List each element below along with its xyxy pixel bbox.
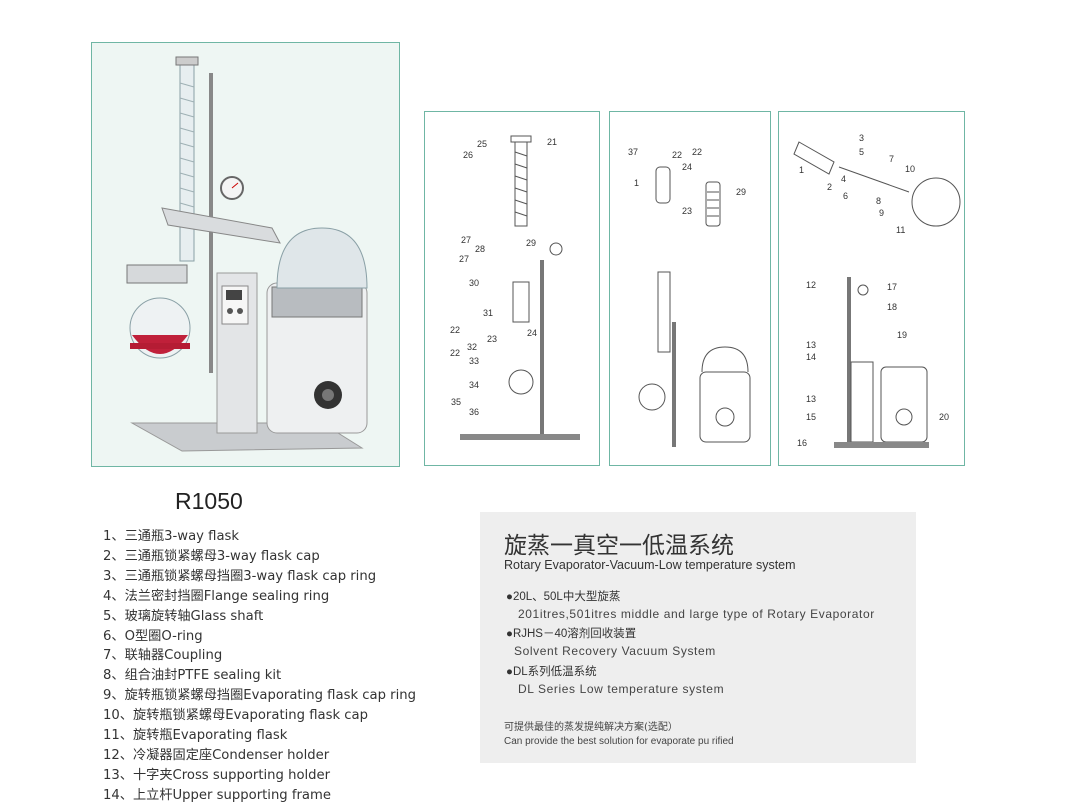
list-item: 1、三通瓶3-way flask: [103, 529, 240, 544]
label-25: 25: [477, 139, 487, 149]
label-8: 8: [876, 196, 881, 206]
list-item: 14、上立杆Upper supporting frame: [103, 787, 331, 803]
label-29: 29: [736, 187, 746, 197]
diagram-vacuum-assembly: 37 22 22 24 1 23 29: [609, 111, 771, 466]
product-photo: [91, 42, 400, 467]
list-item: 4、法兰密封挡圈Flange sealing ring: [103, 588, 330, 604]
label-13b: 13: [806, 394, 816, 404]
label-29: 29: [526, 238, 536, 248]
label-31: 31: [483, 308, 493, 318]
list-item: 8、组合油封PTFE sealing kit: [103, 668, 282, 684]
list-item: 7、联轴器Coupling: [103, 648, 223, 664]
label-4: 4: [841, 174, 846, 184]
label-10: 10: [905, 164, 915, 174]
label-13: 13: [806, 340, 816, 350]
label-28: 28: [475, 244, 485, 254]
parts-list: 1、三通瓶3-way flask 2、三通瓶锁紧螺母3-way flask ca…: [103, 527, 416, 806]
label-14: 14: [806, 352, 816, 362]
feature-desc: Solvent Recovery Vacuum System: [514, 644, 716, 658]
feature-title: ●DL系列低温系统: [506, 666, 597, 678]
label-33: 33: [469, 356, 479, 366]
model-name: R1050: [175, 488, 243, 514]
list-item: 6、O型圈O-ring: [103, 628, 203, 644]
feature-title: ●20L、50L中大型旋蒸: [506, 591, 621, 603]
label-11: 11: [896, 225, 905, 235]
diagram-rotation-assembly: 3 5 7 10 1 2 4 6 8 9 11 12 17 18 19 13 1…: [778, 111, 965, 466]
label-24: 24: [527, 328, 537, 338]
label-20: 20: [939, 412, 949, 422]
solution-note-cn: 可提供最佳的蒸发提纯解决方案(选配）: [504, 722, 678, 733]
label-16: 16: [797, 438, 807, 448]
label-30: 30: [469, 278, 479, 288]
list-item: 13、十字夹Cross supporting holder: [103, 767, 331, 783]
label-17: 17: [887, 282, 897, 292]
label-21: 21: [547, 137, 557, 147]
list-item: 2、三通瓶锁紧螺母3-way flask cap: [103, 548, 320, 564]
feature-desc: DL Series Low temperature system: [518, 682, 725, 696]
label-37: 37: [628, 147, 638, 157]
label-22b: 22: [450, 348, 460, 358]
label-15: 15: [806, 412, 816, 422]
label-1: 1: [634, 178, 639, 188]
list-item: 12、冷凝器固定座Condenser holder: [103, 747, 330, 763]
label-2: 2: [827, 182, 832, 192]
label-34: 34: [469, 380, 479, 390]
label-9: 9: [879, 208, 884, 218]
label-36: 36: [469, 407, 479, 417]
label-19: 19: [897, 330, 907, 340]
label-22b: 22: [692, 147, 702, 157]
label-22: 22: [672, 150, 682, 160]
solution-note-en: Can provide the best solution for evapor…: [504, 736, 734, 747]
label-7: 7: [889, 154, 894, 164]
label-3: 3: [859, 133, 864, 143]
feature-desc: 201itres,501itres middle and large type …: [518, 607, 875, 621]
system-title: 旋蒸一真空一低温系统: [504, 533, 734, 559]
list-item: 11、旋转瓶Evaporating flask: [103, 728, 288, 744]
label-27: 27: [461, 235, 471, 245]
list-item: 3、三通瓶锁紧螺母挡圈3-way flask cap ring: [103, 568, 377, 584]
label-26: 26: [463, 150, 473, 160]
label-18: 18: [887, 302, 897, 312]
system-subtitle: Rotary Evaporator-Vacuum-Low temperature…: [504, 558, 796, 572]
label-23: 23: [487, 334, 497, 344]
label-32: 32: [467, 342, 477, 352]
system-info-box: 旋蒸一真空一低温系统 Rotary Evaporator-Vacuum-Low …: [480, 512, 916, 763]
label-35: 35: [451, 397, 461, 407]
list-item: 10、旋转瓶锁紧螺母Evaporating flask cap: [103, 708, 368, 724]
label-24: 24: [682, 162, 692, 172]
label-6: 6: [843, 191, 848, 201]
label-5: 5: [859, 147, 864, 157]
rotary-evaporator-illustration: [126, 56, 368, 452]
label-1: 1: [799, 165, 804, 175]
list-item: 9、旋转瓶锁紧螺母挡圈Evaporating flask cap ring: [103, 688, 416, 704]
label-22: 22: [450, 325, 460, 335]
diagram-condenser-assembly: 25 21 26 27 28 29 27 30 31 22 24 23 32 2…: [424, 111, 600, 466]
feature-title: ●RJHS－40溶剂回收装置: [506, 628, 637, 640]
list-item: 5、玻璃旋转轴Glass shaft: [103, 608, 264, 624]
label-12: 12: [806, 280, 816, 290]
label-27b: 27: [459, 254, 469, 264]
label-23: 23: [682, 206, 692, 216]
